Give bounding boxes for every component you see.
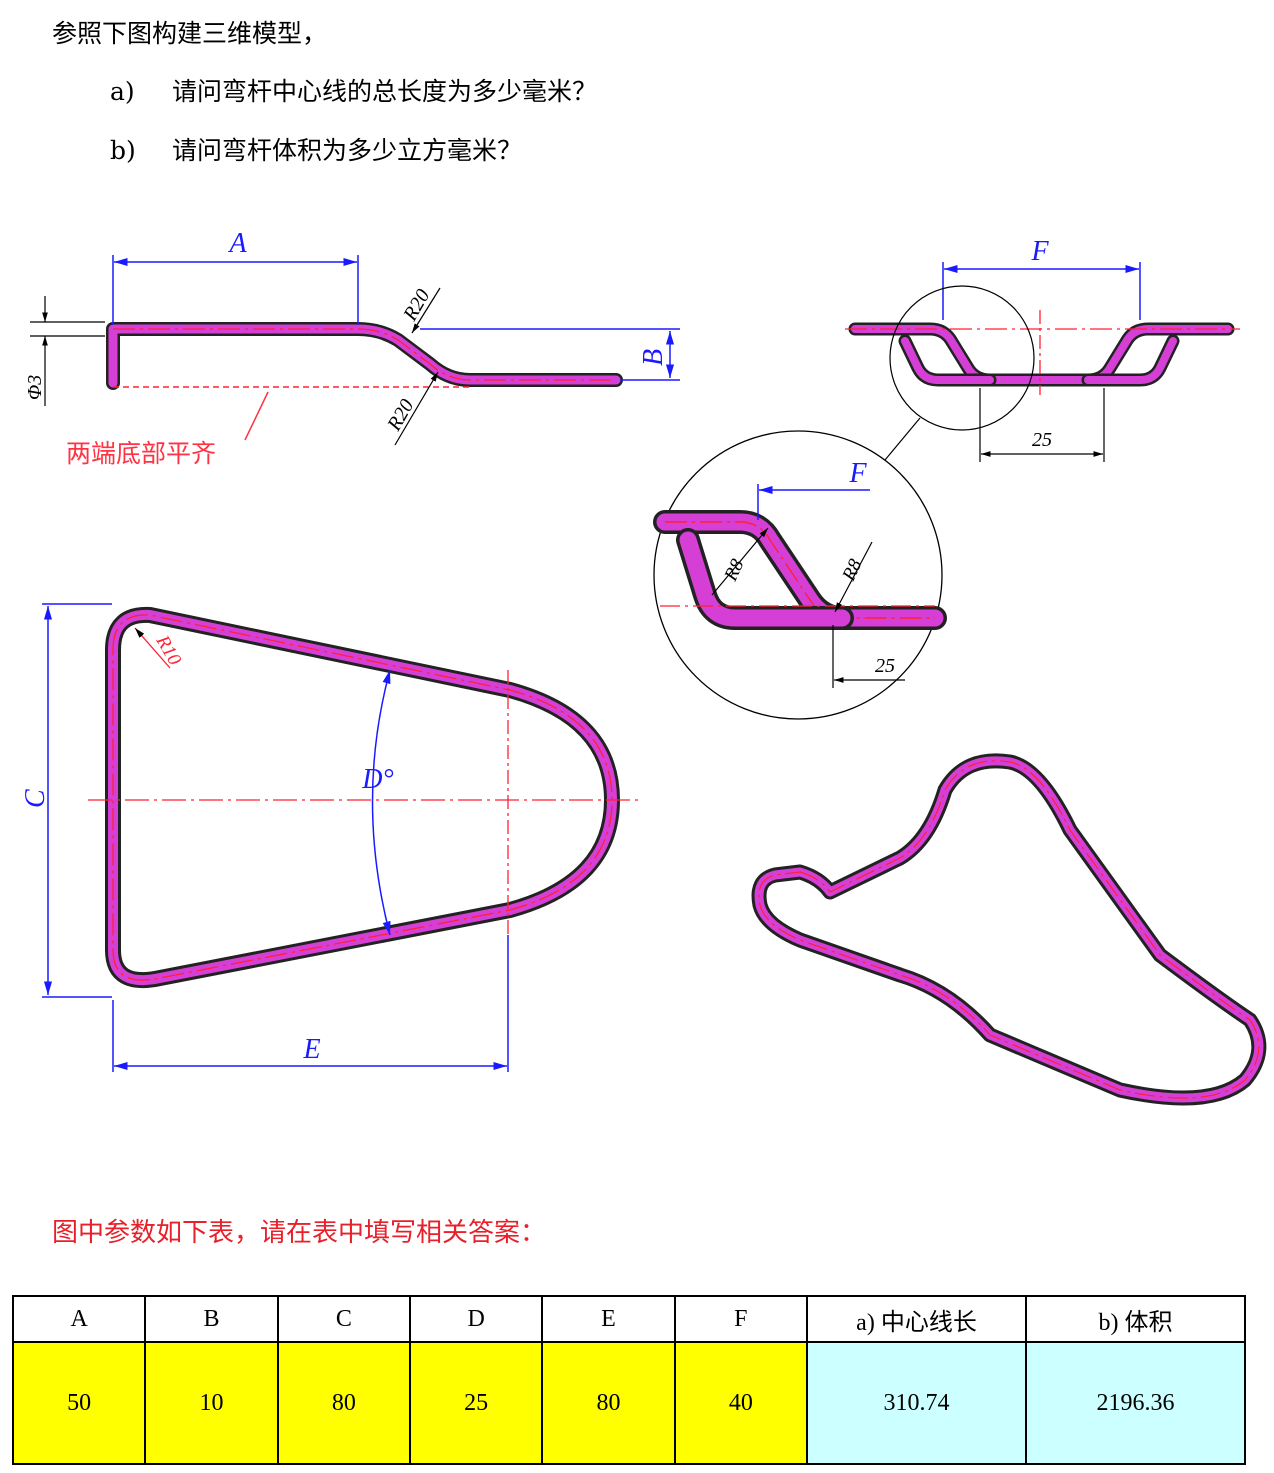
dim-F-detail-label: F: [848, 458, 867, 489]
dim-R20-top-label: R20: [399, 286, 435, 326]
plan-view: C E D° R10: [20, 603, 640, 1072]
side-view: A B Φ3 R20 R20 两端底部平齐: [24, 228, 680, 468]
value-volume: 2196.36: [1025, 1341, 1246, 1465]
value-D: 25: [408, 1341, 544, 1465]
header-C: C: [276, 1295, 411, 1343]
detail-callout-circle: [889, 285, 1035, 431]
front-view: F 25: [845, 236, 1240, 462]
question-b: b) 请问弯杆体积为多少立方毫米？: [110, 131, 522, 167]
question-a-text: 请问弯杆中心线的总长度为多少毫米？: [172, 77, 598, 106]
value-centerline-length: 310.74: [806, 1341, 1027, 1465]
header-D: D: [408, 1295, 544, 1343]
dim-C-label: C: [20, 789, 51, 808]
value-E: 80: [541, 1341, 676, 1465]
table-header-row: A B C D E F a) 中心线长 b) 体积: [11, 1295, 1246, 1343]
dim-D-label: D°: [361, 764, 393, 795]
question-title: 参照下图构建三维模型，: [52, 19, 328, 48]
isometric-view: [751, 753, 1267, 1106]
front-view-rod: [845, 310, 1240, 395]
question-a: a) 请问弯杆中心线的总长度为多少毫米？: [110, 72, 597, 108]
question-b-text: 请问弯杆体积为多少立方毫米？: [172, 136, 523, 165]
header-B: B: [144, 1295, 279, 1343]
note-bottom-align: 两端底部平齐: [66, 439, 216, 468]
table-value-row: 50 10 80 25 80 40 310.74 2196.36: [11, 1341, 1246, 1465]
dim-B-label: B: [638, 349, 669, 366]
header-centerline-length: a) 中心线长: [806, 1295, 1027, 1343]
dim-F-label: F: [1030, 236, 1049, 267]
engineering-drawing: A B Φ3 R20 R20 两端底部平齐 F 25: [20, 228, 1267, 1106]
dim-E-label: E: [302, 1034, 320, 1065]
dim-D-arc: [371, 669, 391, 936]
dim-phi-label: Φ3: [24, 375, 46, 400]
value-A: 50: [11, 1341, 147, 1465]
value-C: 80: [276, 1341, 411, 1465]
value-F: 40: [673, 1341, 809, 1465]
dim-25-detail-label: 25: [875, 655, 895, 677]
table-instruction: 图中参数如下表，请在表中填写相关答案：: [52, 1218, 547, 1248]
dim-R20-bottom-label: R20: [383, 396, 419, 436]
dim-A-label: A: [227, 228, 247, 259]
dim-25-top-label: 25: [1032, 429, 1052, 451]
header-F: F: [673, 1295, 809, 1343]
side-view-rod: [106, 322, 623, 390]
question-b-label: b): [110, 136, 136, 165]
header-E: E: [541, 1295, 676, 1343]
question-a-label: a): [110, 77, 135, 106]
dim-R10-label: R10: [151, 631, 185, 669]
parameter-table: A B C D E F a) 中心线长 b) 体积 50 10 80 25 80…: [11, 1295, 1246, 1465]
header-A: A: [11, 1295, 147, 1343]
detail-view: F R8 R8 25: [653, 430, 947, 720]
header-volume: b) 体积: [1025, 1295, 1246, 1343]
value-B: 10: [144, 1341, 279, 1465]
